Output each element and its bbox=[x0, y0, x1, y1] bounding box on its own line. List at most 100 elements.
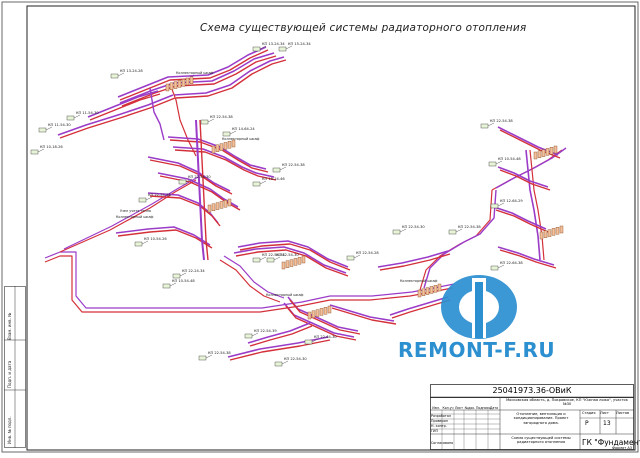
stage-label: Стадия bbox=[582, 411, 596, 415]
radiator-tag: КП 22-54-39 bbox=[244, 329, 277, 339]
revision-column-header: №док. bbox=[464, 406, 476, 410]
watermark-text: REMONT-F.RU bbox=[398, 338, 556, 362]
right-branch-6-return bbox=[329, 304, 395, 322]
radiator-label: КП 22-54-38 bbox=[210, 115, 233, 119]
radiator-label: КП 22-54-28 bbox=[356, 251, 379, 255]
radiator-tag: КП 22-54-38 bbox=[448, 225, 481, 235]
role-label: Разработал bbox=[431, 414, 451, 418]
radiator-tag: КП 12-54-30 bbox=[266, 253, 299, 263]
side-strip-label-1: Взам. инв. № bbox=[7, 312, 12, 340]
radiator-tag: КП 14-64-24 bbox=[222, 127, 255, 137]
radiator-label: КП 12-64-29 bbox=[500, 199, 523, 203]
collector-cabinet-7 bbox=[539, 225, 564, 240]
collector-cabinet-3 bbox=[207, 198, 232, 213]
radiator-tag: КП 22-54-38 bbox=[200, 115, 233, 125]
lower-branch-5-return bbox=[227, 336, 329, 358]
upper-branch-2-return bbox=[87, 90, 159, 118]
radiator-tag: КП 10-54-26 bbox=[134, 237, 167, 247]
right-branch-3-supply bbox=[499, 249, 557, 269]
cabinet-label: Коллекторный шкаф bbox=[266, 293, 304, 297]
sheet-title: Схема существующей системы радиаторного … bbox=[511, 436, 571, 445]
upper-branch-2-supply bbox=[89, 93, 161, 121]
collector-cabinet-8 bbox=[417, 283, 442, 298]
collector-cabinet-4 bbox=[281, 255, 306, 270]
radiator-tag: КП 22-54-38 bbox=[480, 119, 513, 129]
revision-column-header: Дата bbox=[489, 406, 499, 410]
side-strip-label-3: Инв. № подл. bbox=[7, 416, 12, 444]
radiator-tag: КП 22-24-34 bbox=[172, 269, 205, 279]
sheet-format: Формат А3 bbox=[612, 446, 632, 450]
main-return-trunk bbox=[44, 251, 331, 309]
role-label: ГИП bbox=[431, 429, 438, 433]
radiator-label: КП 11-54-30 bbox=[48, 123, 71, 127]
middle-branch-5-return bbox=[115, 226, 211, 246]
radiator-tag: КП 10-18-26 bbox=[30, 145, 63, 155]
radiator-tag: КП 10-54-48 bbox=[162, 279, 195, 289]
middle-branch-1-supply bbox=[174, 149, 277, 181]
project-name: Отопление, вентиляция и кондиционировани… bbox=[513, 412, 569, 425]
radiator-tag: КП 22-54-38 bbox=[198, 351, 231, 361]
radiator-label: КП 22-64-38 bbox=[500, 261, 523, 265]
radiator-label: КП 13-24-34 bbox=[262, 42, 285, 46]
diagram-title: Схема существующей системы радиаторного … bbox=[200, 22, 527, 34]
main-supply-trunk bbox=[44, 255, 331, 313]
right-branch-2-return bbox=[493, 206, 547, 230]
upper-branch-3-supply bbox=[59, 97, 176, 139]
revision-column-header: Подпись bbox=[476, 406, 491, 410]
radiator-label: КП 18-24-46 bbox=[262, 177, 285, 181]
radiator-label: КП 22-54-30 bbox=[188, 175, 211, 179]
collector-cabinet-1 bbox=[165, 76, 194, 92]
radiator-tag: КП 22-54-38 bbox=[138, 193, 171, 203]
radiator-tag: КП 22-64-38 bbox=[490, 261, 523, 271]
lower-branch-4-supply bbox=[249, 325, 313, 347]
radiator-label: КП 22-54-38 bbox=[282, 163, 305, 167]
radiator-tag: КП 11-54-30 bbox=[66, 111, 99, 121]
middle-branch-0-supply bbox=[169, 139, 269, 173]
radiator-label: КП 22-54-38 bbox=[490, 119, 513, 123]
lower-branch-3-supply bbox=[285, 305, 357, 341]
right-branch-3-return bbox=[497, 246, 555, 266]
radiator-label: КП 12-54-30 bbox=[276, 253, 299, 257]
upper-branch-3-return bbox=[57, 94, 174, 136]
role-label: Проверил bbox=[431, 419, 448, 423]
radiator-tag: КП 22-54-30 bbox=[178, 175, 211, 185]
revision-column-header: Изм. bbox=[432, 406, 440, 410]
side-strip bbox=[4, 286, 26, 448]
object-address: Московская область, д. Покровское, КП "Ю… bbox=[506, 398, 628, 407]
radiator-label: КП 15-24-34 bbox=[288, 42, 311, 46]
coord-label: Согласовано bbox=[431, 441, 454, 445]
radiator-label: КП 22-54-30 bbox=[284, 357, 307, 361]
title-block bbox=[430, 384, 634, 450]
upper-branch-1-supply bbox=[121, 55, 277, 107]
upper-branch-1-return bbox=[119, 52, 275, 104]
radiator-label: КП 22-64-30 bbox=[314, 335, 337, 339]
right-riser-return bbox=[423, 189, 497, 289]
middle-branch-0-return bbox=[167, 136, 267, 170]
role-label: Н. контр. bbox=[431, 424, 447, 428]
radiator-tag: КП 22-54-30 bbox=[274, 357, 307, 367]
right-branch-2-supply bbox=[495, 209, 549, 233]
radiator-label: КП 22-24-34 bbox=[182, 269, 205, 273]
upper-branch-4-return bbox=[173, 56, 285, 96]
radiator-tag: КП 18-24-46 bbox=[252, 177, 285, 187]
central-riser bbox=[195, 119, 205, 261]
riser-return-left bbox=[63, 176, 199, 250]
company-name: ГК "Фундамент" bbox=[582, 438, 640, 447]
upper-branch-4-supply bbox=[175, 59, 287, 99]
right-branch-6-supply bbox=[331, 307, 397, 325]
lower-branch-0-return bbox=[237, 240, 349, 268]
fundament-logo bbox=[441, 275, 517, 339]
radiator-tag: КП 11-54-30 bbox=[38, 123, 71, 133]
sheet-value: 13 bbox=[603, 420, 611, 427]
pipe-network bbox=[44, 46, 567, 361]
cabinet-label: Коллекторный шкаф bbox=[222, 137, 260, 141]
collector-cabinet-5 bbox=[307, 305, 332, 320]
collector-cabinet-6 bbox=[533, 145, 558, 160]
lower-branch-1-supply bbox=[235, 249, 349, 277]
lower-branch-4-return bbox=[247, 322, 311, 344]
right-vertical-return bbox=[525, 149, 541, 261]
cabinet-label: Коллекторный шкаф bbox=[400, 279, 438, 283]
stage-value: Р bbox=[585, 420, 589, 427]
